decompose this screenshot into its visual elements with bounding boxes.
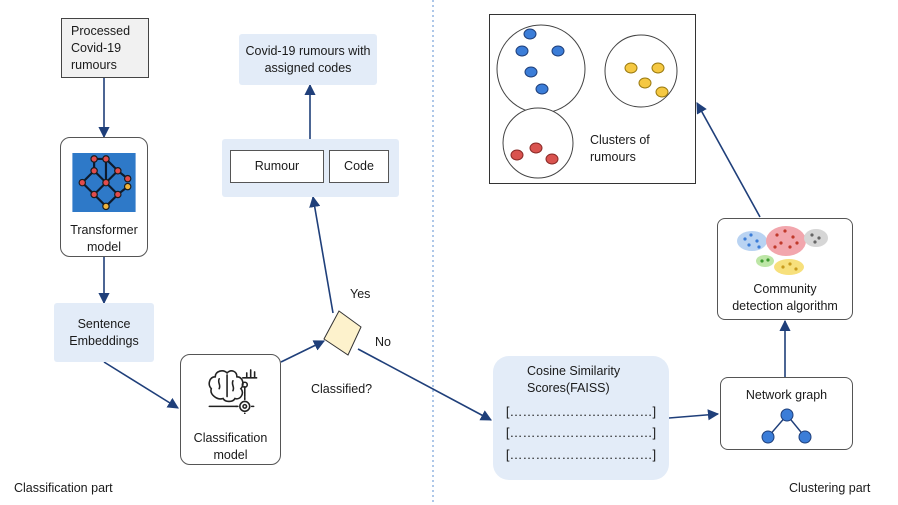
transformer-model-box: Transformer model: [60, 137, 148, 257]
community-clusters-icon: [737, 226, 828, 275]
community-detection-box: Community detection algorithm: [717, 218, 853, 320]
processed-rumours-box: Processed Covid-19 rumours: [61, 18, 149, 78]
classification-model-label: Classification model: [193, 431, 268, 463]
yes-label: Yes: [350, 287, 371, 301]
no-label: No: [375, 335, 391, 349]
network-graph-label: Network graph: [745, 388, 828, 402]
arrow-classification-to-decision: [280, 340, 326, 363]
transformer-model-label: Transformer model: [70, 223, 138, 255]
tree-graph-icon: [761, 408, 811, 444]
arrow-embeddings-to-classification: [103, 361, 179, 409]
brain-gear-icon: [207, 369, 257, 415]
classified-question-label: Classified?: [311, 382, 373, 396]
clusters-of-rumours-box: Clusters of rumours: [489, 14, 696, 184]
classified-decision-diamond: [323, 310, 362, 356]
assigned-codes-label: Covid-19 rumours with assigned codes: [245, 43, 371, 75]
processed-rumours-label: Processed Covid-19 rumours: [71, 24, 131, 72]
clusters-of-rumours-label: Clusters of rumours: [590, 133, 650, 164]
arrow-decision-to-cosine: [357, 348, 492, 421]
community-detection-label: Community detection algorithm: [732, 282, 838, 313]
network-graph-box: Network graph: [720, 377, 853, 450]
sentence-embeddings-label: Sentence Embeddings: [69, 316, 139, 348]
cosine-row-1: [……………………………]: [505, 403, 657, 419]
cosine-similarity-box: Cosine Similarity Scores(FAISS) [……………………: [493, 356, 669, 480]
clusters-illustration: [496, 24, 678, 179]
arrow-cosine-to-network: [668, 409, 720, 421]
rumour-label: Rumour: [254, 159, 300, 174]
classification-model-box: Classification model: [180, 354, 281, 465]
cosine-similarity-label: Cosine Similarity Scores(FAISS): [527, 364, 621, 395]
code-label: Code: [344, 159, 374, 174]
arrow-community-to-clusters: [696, 102, 761, 218]
assigned-codes-box: Covid-19 rumours with assigned codes: [239, 34, 377, 85]
arrow-decision-to-rumour-code: [309, 195, 334, 314]
cosine-row-2: [……………………………]: [505, 425, 657, 441]
cluster-blue: [496, 24, 586, 114]
rumour-box: Rumour: [230, 150, 324, 183]
neural-network-icon: [72, 153, 136, 213]
code-box: Code: [329, 150, 389, 183]
classification-part-label: Classification part: [14, 481, 113, 495]
sentence-embeddings-box: Sentence Embeddings: [54, 303, 154, 362]
cosine-row-3: [……………………………]: [505, 446, 657, 462]
clustering-part-label: Clustering part: [789, 481, 871, 495]
